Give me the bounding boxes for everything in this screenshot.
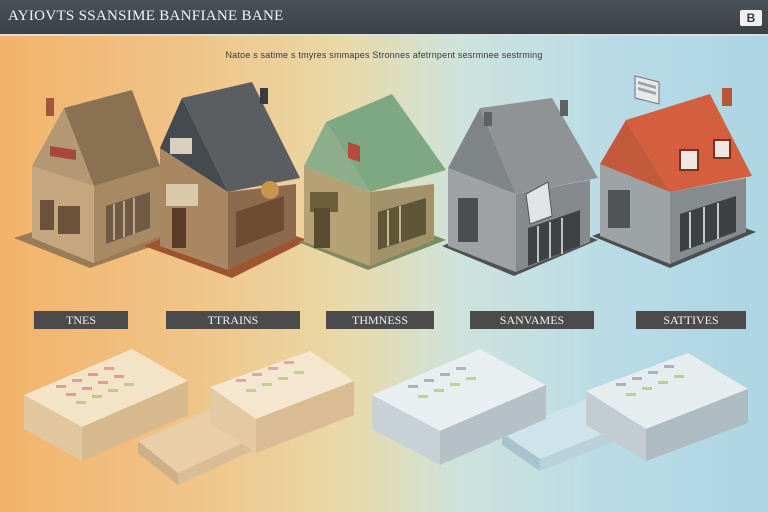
label-tnes: TNES	[34, 311, 128, 329]
house-icon	[592, 88, 756, 268]
house-icon	[442, 98, 598, 276]
page-title: AYIOVTS SSANSIME BANFIANE BANE	[8, 8, 284, 24]
label-sattives: SATTIVES	[636, 311, 746, 329]
label-sanvames: SANVAMES	[470, 311, 594, 329]
house-icon	[14, 90, 176, 268]
label-thmness: THMNESS	[326, 311, 434, 329]
label-ttrains: TTRAINS	[166, 311, 300, 329]
subtitle: Natoe s satime s tmyres smmapes Stronnes…	[225, 50, 543, 60]
house-icon	[298, 94, 446, 270]
document-stack-icon	[24, 349, 354, 485]
document-stack-icon	[372, 349, 748, 471]
title-bar: AYIOVTS SSANSIME BANFIANE BANE B	[0, 0, 768, 36]
corner-badge[interactable]: B	[740, 10, 762, 26]
sign-icon	[634, 75, 660, 105]
house-icon	[144, 82, 308, 278]
